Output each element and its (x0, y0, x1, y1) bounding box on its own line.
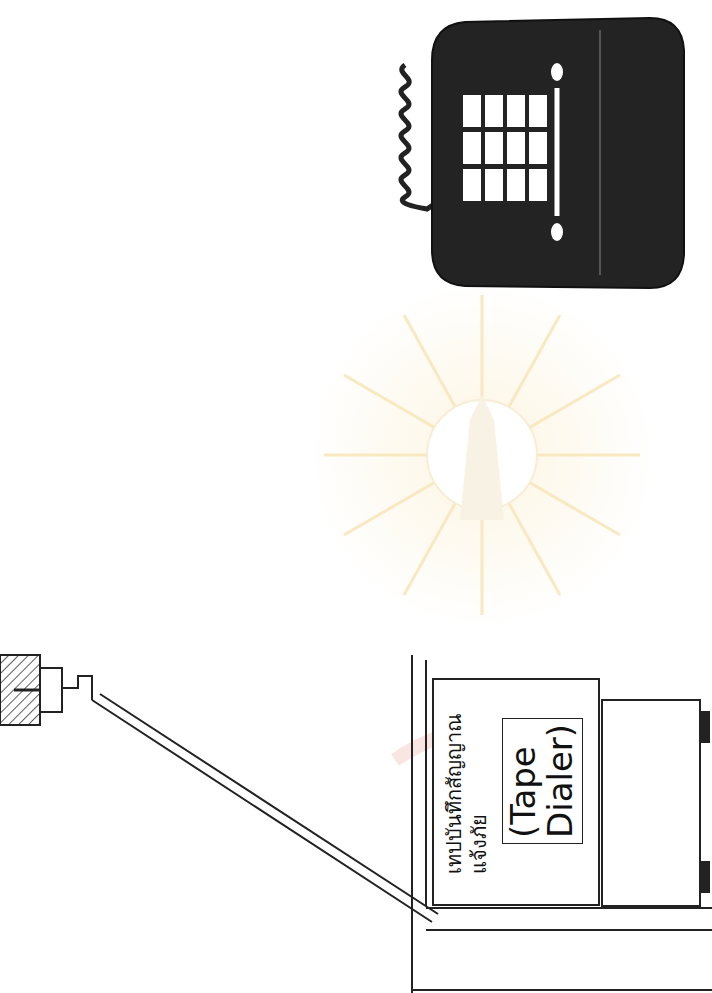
wall-hatch (0, 655, 40, 725)
telephone (401, 18, 684, 288)
frame-profile (40, 668, 92, 700)
phone-mouthpiece (551, 223, 563, 241)
key (463, 169, 481, 201)
key (485, 132, 503, 164)
device-label: เทปบันทึกสัญญาณ แจ้งภัย (442, 684, 492, 874)
watermark-glow (312, 285, 652, 625)
key (463, 132, 481, 164)
sill-line (426, 907, 712, 909)
window-frame-section (0, 655, 712, 993)
frame-post (411, 655, 413, 993)
key (529, 132, 547, 164)
stand-block (602, 700, 700, 906)
glass-pane (100, 694, 438, 914)
phone-body (432, 18, 684, 288)
wall-slot (14, 689, 40, 692)
stand-foot (700, 862, 709, 892)
watermark-rays (324, 295, 640, 615)
key (507, 169, 525, 201)
device-box: เทปบันทึกสัญญาณ แจ้งภัย (Tape Dialer) (432, 678, 600, 906)
device-name: (Tape Dialer) (505, 723, 580, 837)
phone-seam (599, 30, 601, 275)
key (507, 95, 525, 127)
phone-earpiece (551, 63, 563, 81)
glass-pane (92, 700, 432, 922)
frame-post (425, 660, 427, 906)
key (463, 95, 481, 127)
sill-line (426, 929, 712, 931)
phone-handset-line (555, 88, 560, 216)
key (529, 95, 547, 127)
key (485, 169, 503, 201)
key (485, 95, 503, 127)
watermark-crown (460, 395, 504, 520)
stand-foot (700, 712, 709, 742)
sill-line (412, 989, 712, 991)
label-box: (Tape Dialer) (502, 717, 583, 843)
key (529, 169, 547, 201)
frame-profile (40, 688, 62, 712)
key (507, 132, 525, 164)
phone-keypad (463, 95, 547, 201)
